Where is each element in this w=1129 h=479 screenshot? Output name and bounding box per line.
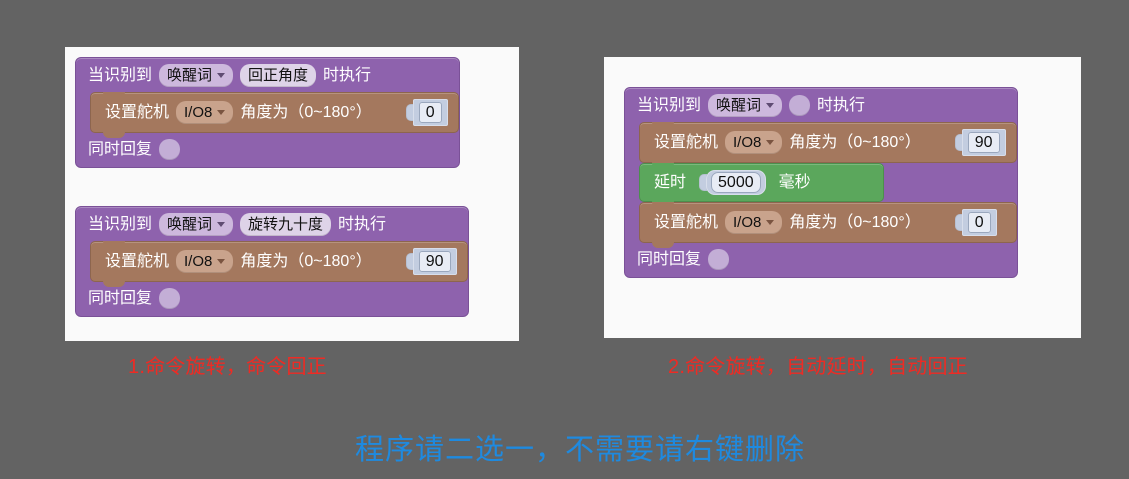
caption-right: 2.命令旋转，自动延时，自动回正 <box>668 356 968 378</box>
chevron-down-icon <box>217 222 226 227</box>
wakeword-dropdown-value: 唤醒词 <box>167 216 213 233</box>
event-hat-block[interactable]: 当识别到 唤醒词 时执行 设置舵机 I/O8 角度为（0~180°） <box>624 87 1018 278</box>
servo-prefix-label: 设置舵机 <box>654 133 719 151</box>
hat-body-slot: 设置舵机 I/O8 角度为（0~180°） 90 <box>76 241 468 287</box>
program-panel-right: 当识别到 唤醒词 时执行 设置舵机 I/O8 角度为（0~180°） <box>604 57 1081 338</box>
program-panel-left: 当识别到 唤醒词 回正角度 时执行 设置舵机 I/O8 角度为（0~180°） <box>65 47 519 341</box>
hat-prefix-label: 当识别到 <box>88 66 153 84</box>
reply-label: 同时回复 <box>637 250 702 268</box>
hat-header: 当识别到 唤醒词 时执行 <box>625 88 1017 122</box>
servo-suffix-label: 角度为（0~180°） <box>240 103 372 121</box>
chevron-down-icon <box>217 73 226 78</box>
servo-suffix-label: 角度为（0~180°） <box>789 213 921 231</box>
servo-pin-dropdown[interactable]: I/O8 <box>176 250 234 273</box>
reply-label: 同时回复 <box>88 140 153 158</box>
servo-angle-input[interactable]: 0 <box>418 102 442 123</box>
reply-text-field[interactable] <box>159 139 181 160</box>
wakeword-dropdown[interactable]: 唤醒词 <box>159 64 234 87</box>
servo-pin-value: I/O8 <box>733 134 762 151</box>
servo-prefix-label: 设置舵机 <box>105 252 170 270</box>
servo-suffix-label: 角度为（0~180°） <box>789 133 921 151</box>
hat-footer: 同时回复 <box>625 243 1017 277</box>
delay-duration-slot[interactable]: 5000 <box>699 170 766 195</box>
value-plug-icon <box>405 104 414 121</box>
servo-angle-value-block[interactable]: 0 <box>412 99 448 126</box>
chevron-down-icon <box>766 103 775 108</box>
hat-footer: 同时回复 <box>76 133 459 167</box>
reply-text-field[interactable] <box>708 249 730 270</box>
hat-prefix-label: 当识别到 <box>637 96 702 114</box>
servo-pin-dropdown[interactable]: I/O8 <box>176 101 234 124</box>
servo-angle-slot[interactable]: 90 <box>405 248 457 275</box>
chevron-down-icon <box>766 140 775 145</box>
reply-text-field[interactable] <box>159 288 181 309</box>
value-plug-icon <box>405 253 414 270</box>
servo-pin-dropdown[interactable]: I/O8 <box>725 131 783 154</box>
hat-header: 当识别到 唤醒词 回正角度 时执行 <box>76 58 459 92</box>
hat-suffix-label: 时执行 <box>817 96 866 114</box>
hat-suffix-label: 时执行 <box>323 66 372 84</box>
servo-angle-input[interactable]: 90 <box>967 132 1000 153</box>
command-phrase-field[interactable]: 旋转九十度 <box>240 213 332 236</box>
servo-suffix-label: 角度为（0~180°） <box>240 252 372 270</box>
wakeword-dropdown-value: 唤醒词 <box>716 97 762 114</box>
wakeword-dropdown-value: 唤醒词 <box>167 67 213 84</box>
command-phrase-field[interactable]: 回正角度 <box>240 64 317 87</box>
delay-duration-value-block[interactable]: 5000 <box>706 170 766 195</box>
chevron-down-icon <box>766 220 775 225</box>
caption-left: 1.命令旋转，命令回正 <box>128 356 327 378</box>
servo-angle-input[interactable]: 90 <box>418 251 451 272</box>
set-servo-block[interactable]: 设置舵机 I/O8 角度为（0~180°） 90 <box>639 122 1017 168</box>
servo-pin-value: I/O8 <box>184 104 213 121</box>
command-phrase-field[interactable] <box>789 95 811 116</box>
servo-angle-input[interactable]: 0 <box>967 212 991 233</box>
hat-body-slot: 设置舵机 I/O8 角度为（0~180°） 90 延时 <box>625 122 1017 248</box>
delay-block[interactable]: 延时 5000 毫秒 <box>639 163 884 207</box>
delay-suffix-label: 毫秒 <box>778 173 811 191</box>
value-plug-icon <box>699 174 708 191</box>
servo-prefix-label: 设置舵机 <box>654 213 719 231</box>
hat-body-slot: 设置舵机 I/O8 角度为（0~180°） 0 <box>76 92 459 138</box>
footer-note: 程序请二选一，不需要请右键删除 <box>355 434 806 466</box>
servo-pin-value: I/O8 <box>733 214 762 231</box>
wakeword-dropdown[interactable]: 唤醒词 <box>708 94 783 117</box>
hat-header: 当识别到 唤醒词 旋转九十度 时执行 <box>76 207 468 241</box>
chevron-down-icon <box>217 110 226 115</box>
value-plug-icon <box>954 214 963 231</box>
delay-prefix-label: 延时 <box>654 173 687 191</box>
servo-pin-dropdown[interactable]: I/O8 <box>725 211 783 234</box>
wakeword-dropdown[interactable]: 唤醒词 <box>159 213 234 236</box>
script-stack[interactable]: 当识别到 唤醒词 时执行 设置舵机 I/O8 角度为（0~180°） <box>624 87 1018 278</box>
servo-angle-value-block[interactable]: 90 <box>412 248 457 275</box>
hat-prefix-label: 当识别到 <box>88 215 153 233</box>
servo-angle-slot[interactable]: 90 <box>954 129 1006 156</box>
set-servo-block[interactable]: 设置舵机 I/O8 角度为（0~180°） 90 <box>90 241 468 287</box>
servo-angle-value-block[interactable]: 90 <box>961 129 1006 156</box>
reply-label: 同时回复 <box>88 289 153 307</box>
hat-footer: 同时回复 <box>76 282 468 316</box>
event-hat-block[interactable]: 当识别到 唤醒词 回正角度 时执行 设置舵机 I/O8 角度为（0~180°） <box>75 57 460 168</box>
servo-pin-value: I/O8 <box>184 253 213 270</box>
servo-prefix-label: 设置舵机 <box>105 103 170 121</box>
servo-angle-slot[interactable]: 0 <box>954 209 997 236</box>
delay-duration-input[interactable]: 5000 <box>711 172 761 193</box>
servo-angle-slot[interactable]: 0 <box>405 99 448 126</box>
servo-angle-value-block[interactable]: 0 <box>961 209 997 236</box>
hat-suffix-label: 时执行 <box>338 215 387 233</box>
value-plug-icon <box>954 134 963 151</box>
chevron-down-icon <box>217 259 226 264</box>
script-stack[interactable]: 当识别到 唤醒词 旋转九十度 时执行 设置舵机 I/O8 角度为（0~180°） <box>75 206 469 317</box>
set-servo-block[interactable]: 设置舵机 I/O8 角度为（0~180°） 0 <box>639 202 1017 248</box>
script-stack[interactable]: 当识别到 唤醒词 回正角度 时执行 设置舵机 I/O8 角度为（0~180°） <box>75 57 460 168</box>
set-servo-block[interactable]: 设置舵机 I/O8 角度为（0~180°） 0 <box>90 92 459 138</box>
event-hat-block[interactable]: 当识别到 唤醒词 旋转九十度 时执行 设置舵机 I/O8 角度为（0~180°） <box>75 206 469 317</box>
